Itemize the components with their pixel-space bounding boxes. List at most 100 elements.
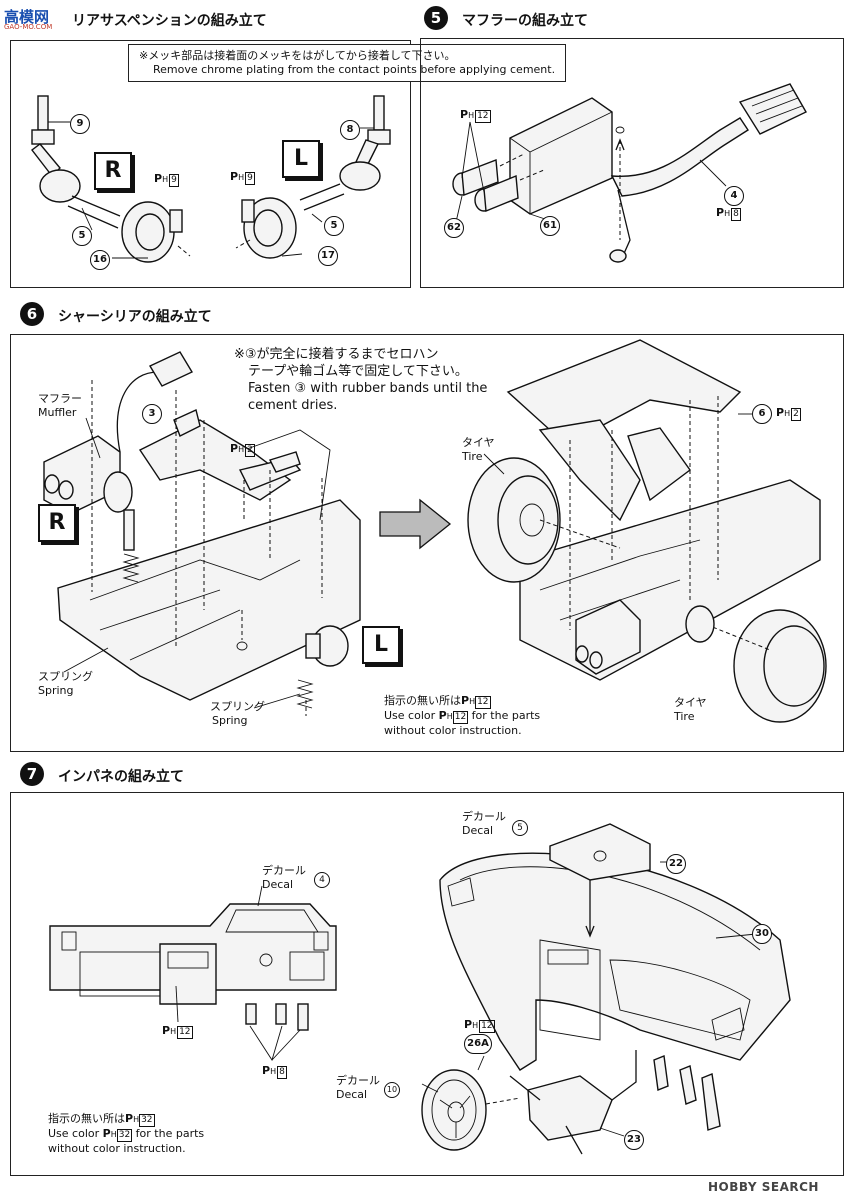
spring-label-left-jp: スプリング	[38, 670, 93, 683]
color-ph12-wheel-num: 12	[479, 1020, 495, 1033]
part-23-callout: 23	[624, 1130, 644, 1150]
color-ph12-muffler-num: 12	[475, 110, 491, 123]
spring-label-right-en: Spring	[212, 714, 248, 727]
part-5b-callout: 5	[324, 216, 344, 236]
step7-default-en3: without color instruction.	[48, 1142, 186, 1155]
step6-note-jp2: テープや輪ゴム等で固定して下さい。	[248, 364, 468, 379]
muffler-label-jp: マフラー	[38, 392, 82, 405]
part-26a-callout: 26A	[464, 1034, 492, 1054]
step5-title: マフラーの組み立て	[462, 13, 588, 29]
color-ph12-dash-front-num: 12	[177, 1026, 193, 1039]
color-ph8-pedals-num: 8	[277, 1066, 287, 1079]
muffler-label: マフラー Muffler	[38, 392, 82, 420]
step6-default-en2: for the parts	[471, 709, 541, 722]
part-61-callout: 61	[540, 216, 560, 236]
decal5-label: デカール Decal	[462, 810, 506, 838]
part-17-callout: 17	[318, 246, 338, 266]
step6-note: ※③が完全に接着するまでセロハン テープや輪ゴム等で固定して下さい。 Faste…	[234, 346, 487, 414]
step6-note-jp1: ※③が完全に接着するまでセロハン	[234, 347, 439, 362]
step6-default-num: 12	[475, 696, 491, 709]
step7-title: インパネの組み立て	[58, 769, 184, 785]
step6-number: 6	[20, 302, 44, 326]
step5-muffler-drawing	[452, 83, 807, 263]
step5-number: 5	[424, 6, 448, 30]
decal10-number: 10	[384, 1082, 400, 1098]
tire-label-right-jp: タイヤ	[674, 696, 707, 709]
part-9-callout: 9	[70, 114, 90, 134]
step6-default-num-b: 12	[452, 711, 469, 724]
part-16-callout: 16	[90, 250, 110, 270]
right-side-label: R	[94, 152, 132, 190]
step7-default-num: 32	[139, 1114, 155, 1127]
step7-default-en1: Use color	[48, 1127, 100, 1140]
left-side-label: L	[282, 140, 320, 178]
decal10-label-jp: デカール	[336, 1074, 380, 1087]
part-62-callout: 62	[444, 218, 464, 238]
part-22-callout: 22	[666, 854, 686, 874]
step7-number: 7	[20, 762, 44, 786]
step4-note-en: Remove chrome plating from the contact p…	[153, 63, 556, 76]
spring-label-right-jp: スプリング	[210, 700, 265, 713]
step4-note-jp: ※メッキ部品は接着面のメッキをはがしてから接着して下さい。	[139, 49, 456, 62]
decal4-label-en: Decal	[262, 878, 294, 891]
decal5-label-jp: デカール	[462, 810, 506, 823]
step6-default-en1: Use color	[384, 709, 436, 722]
brand-logo: 高模网 GAO-MO.COM	[4, 6, 70, 34]
part-4-callout: 4	[724, 186, 744, 206]
step6-note-en1: Fasten ③ with rubber bands until the	[248, 381, 488, 396]
decal5-number: 5	[512, 820, 528, 836]
step6-title: シャーシリアの組み立て	[58, 309, 212, 325]
watermark-hobby-search: HOBBY SEARCH	[708, 1180, 819, 1194]
step6-chassis-drawing	[43, 339, 827, 723]
step7-default-jp: 指示の無い所は	[48, 1112, 125, 1125]
step5-panel	[420, 38, 844, 288]
color-ph2-wing-num: 2	[791, 408, 801, 421]
step7-default-num-b: 32	[116, 1129, 133, 1142]
step4-panel	[10, 40, 411, 288]
decal5-label-en: Decal	[462, 824, 494, 837]
decal4-label-jp: デカール	[262, 864, 306, 877]
tire-label-right: タイヤ Tire	[674, 696, 707, 724]
part-5-callout: 5	[72, 226, 92, 246]
tire-label-left: タイヤ Tire	[462, 436, 495, 464]
spring-label-right: スプリング Spring	[210, 700, 265, 728]
decal4-number: 4	[314, 872, 330, 888]
muffler-label-en: Muffler	[38, 406, 77, 419]
tire-label-left-en: Tire	[462, 450, 483, 463]
spring-label-left: スプリング Spring	[38, 670, 93, 698]
decal4-label: デカール Decal	[262, 864, 306, 892]
brand-url: GAO-MO.COM	[4, 23, 53, 31]
spring-label-left-en: Spring	[38, 684, 74, 697]
color-ph2-chassis-num: 2	[245, 444, 255, 457]
step4-chrome-note: ※メッキ部品は接着面のメッキをはがしてから接着して下さい。 Remove chr…	[128, 44, 567, 82]
tire-label-right-en: Tire	[674, 710, 695, 723]
step6-left-label: L	[362, 626, 400, 664]
step7-default-en2: for the parts	[135, 1127, 205, 1140]
step6-panel	[10, 334, 844, 752]
step6-note-en2: cement dries.	[248, 398, 338, 413]
step7-panel	[10, 792, 844, 1176]
decal10-label: デカール Decal	[336, 1074, 380, 1102]
color-ph9-left-num: 9	[245, 172, 255, 185]
part-8-callout: 8	[340, 120, 360, 140]
step4-rear-suspension-drawing	[31, 95, 391, 263]
part-6-callout: 6	[752, 404, 772, 424]
tire-label-left-jp: タイヤ	[462, 436, 495, 449]
step6-default-jp: 指示の無い所は	[384, 694, 461, 707]
part-3-callout: 3	[142, 404, 162, 424]
decal10-label-en: Decal	[336, 1088, 368, 1101]
step4-title: リアサスペンションの組み立て	[72, 13, 267, 29]
brand-mark: 高模网	[4, 8, 50, 26]
color-ph8-pipe-num: 8	[731, 208, 741, 221]
